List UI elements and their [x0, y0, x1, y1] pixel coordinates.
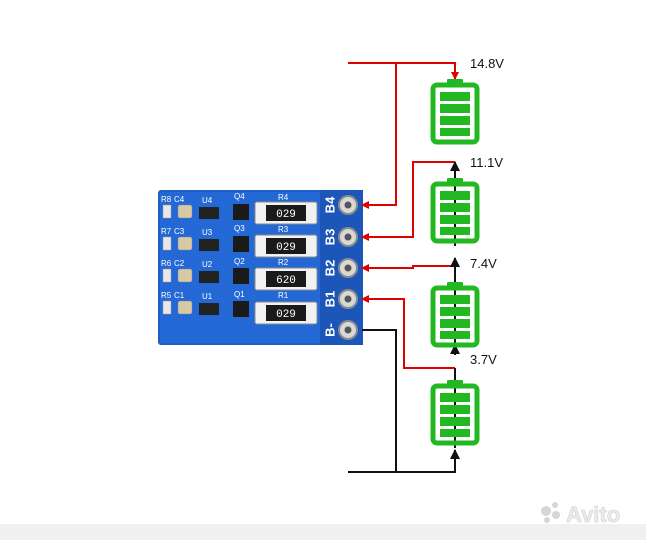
- silk-c: C2: [174, 259, 185, 268]
- silk-q: Q1: [234, 290, 245, 299]
- terminal-label-b1: B1: [322, 291, 337, 308]
- silk-r: R8: [161, 195, 172, 204]
- silk-q: Q3: [234, 224, 245, 233]
- silk-r: R5: [161, 291, 172, 300]
- resistor-code: 620: [276, 275, 296, 287]
- resistor-code: 029: [276, 209, 296, 221]
- silk-rl: R2: [278, 258, 289, 267]
- voltage-label-11v1: 11.1V: [470, 155, 503, 170]
- battery-icon: [430, 178, 480, 244]
- voltage-label-3v7: 3.7V: [470, 352, 497, 367]
- terminal-label-bminus: B-: [322, 323, 337, 337]
- silk-q: Q4: [234, 192, 245, 201]
- voltage-label-7v4: 7.4V: [470, 256, 497, 271]
- board-channel-4: R5 C1 U1 Q1 R1 029: [161, 290, 318, 325]
- bottom-strip: [0, 524, 646, 540]
- battery-icon: [430, 79, 480, 145]
- silk-u: U2: [202, 260, 213, 269]
- silk-rl: R4: [278, 193, 289, 202]
- silk-r: R6: [161, 259, 172, 268]
- silk-q: Q2: [234, 257, 245, 266]
- silk-rl: R3: [278, 225, 289, 234]
- wire-bminus: [362, 329, 397, 472]
- battery-icon: [430, 380, 480, 446]
- wire-b1: [361, 295, 455, 369]
- wire-b2: [361, 264, 455, 272]
- terminal-label-b2: B2: [322, 260, 337, 277]
- resistor-code: 029: [276, 309, 296, 321]
- battery-stack: [430, 79, 480, 446]
- board-channel-1: R8 C4 U4 Q4 R4 029: [161, 192, 318, 225]
- silk-rl: R1: [278, 291, 289, 300]
- wire-top-positive: [348, 62, 459, 80]
- silk-c: C3: [174, 227, 185, 236]
- avito-watermark: Avito: [541, 502, 620, 527]
- voltage-label-14v8: 14.8V: [470, 56, 504, 71]
- silk-c: C1: [174, 291, 185, 300]
- balancer-board: B4 B3 B2 B1 B- R8 C4 U4 Q4 R4 029 R7 C3: [158, 190, 363, 345]
- terminal-pads: [338, 195, 358, 340]
- terminal-label-b4: B4: [322, 196, 337, 213]
- resistor-code: 029: [276, 242, 296, 254]
- terminal-label-b3: B3: [322, 229, 337, 246]
- wire-b4: [361, 63, 397, 209]
- silk-r: R7: [161, 227, 172, 236]
- watermark-text: Avito: [566, 502, 620, 527]
- wire-bottom-negative: [348, 449, 460, 473]
- board-channel-3: R6 C2 U2 Q2 R2 620: [161, 257, 318, 291]
- board-channel-2: R7 C3 U3 Q3 R3 029: [161, 224, 318, 258]
- silk-u: U4: [202, 196, 213, 205]
- silk-u: U1: [202, 292, 213, 301]
- silk-c: C4: [174, 195, 185, 204]
- battery-icon: [430, 282, 480, 348]
- silk-u: U3: [202, 228, 213, 237]
- wire-b3: [361, 161, 455, 241]
